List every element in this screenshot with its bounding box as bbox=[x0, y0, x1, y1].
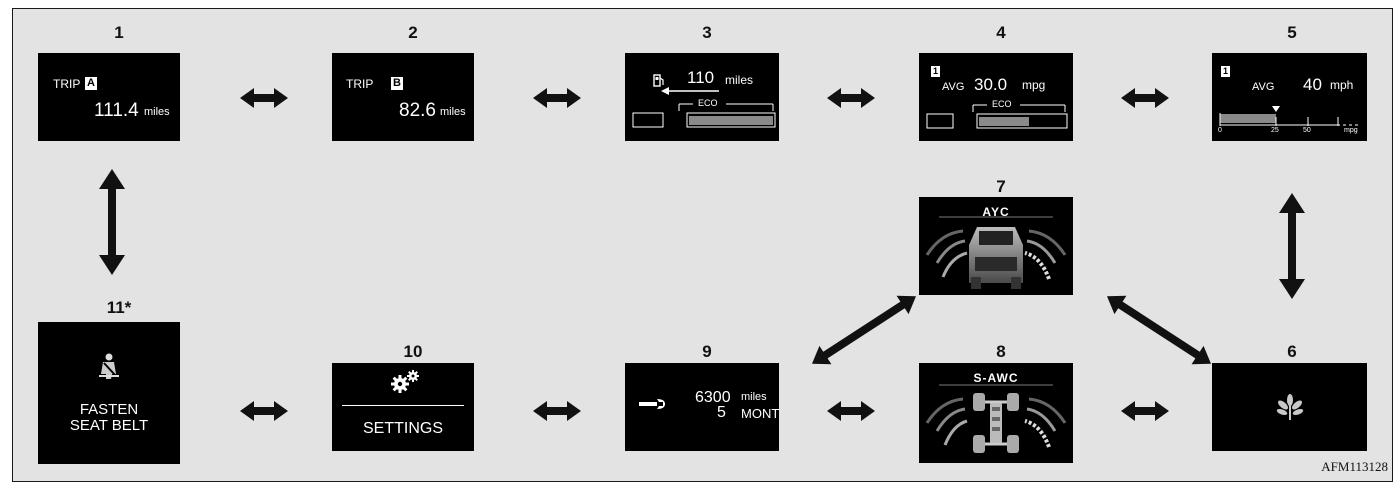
trip-label: TRIP bbox=[346, 77, 374, 91]
screen-number-10: 10 bbox=[403, 342, 423, 361]
eco-gauge bbox=[926, 104, 1068, 129]
screen-1-trip-a: TRIP A 111.4 miles bbox=[38, 53, 180, 141]
scale-tick-25: 25 bbox=[1271, 127, 1279, 134]
avg-mpg-value: 30.0 bbox=[974, 75, 1008, 94]
screen-10-settings: SETTINGS bbox=[332, 363, 474, 451]
screen-number-2: 2 bbox=[408, 23, 418, 42]
screen-8-s-awc: S-AWC bbox=[919, 363, 1073, 463]
ayc-title: AYC bbox=[982, 205, 1010, 219]
range-value: 110 bbox=[687, 68, 715, 87]
service-miles-value: 6300 bbox=[695, 389, 731, 406]
trip-b-badge: B bbox=[391, 77, 403, 90]
screen-number-6: 6 bbox=[1287, 342, 1297, 361]
s-awc-title: S-AWC bbox=[973, 371, 1019, 385]
service-miles-unit: miles bbox=[741, 391, 767, 403]
double-arrow-1-11 bbox=[99, 169, 125, 275]
service-month-value: 5 bbox=[717, 404, 726, 421]
trip-b-value: 82.6 bbox=[399, 100, 436, 121]
trip-1-badge: 1 bbox=[931, 66, 941, 77]
trip-label: TRIP bbox=[53, 77, 81, 91]
double-arrow-1-2 bbox=[240, 88, 288, 108]
screen-11-seat-belt: FASTEN SEAT BELT bbox=[38, 322, 180, 464]
double-arrow-9-7 bbox=[812, 295, 916, 365]
screen-3-range: 110 miles ECO bbox=[625, 53, 779, 141]
trip-b-unit: miles bbox=[440, 106, 466, 118]
screen-number-8: 8 bbox=[996, 342, 1006, 361]
screen-number-7: 7 bbox=[996, 177, 1006, 196]
screen-number-5: 5 bbox=[1287, 23, 1297, 42]
screen-number-1: 1 bbox=[114, 23, 124, 42]
settings-text: SETTINGS bbox=[362, 420, 443, 437]
screen-5-average-speed: 1 AVG 40 mph 0 25 50 mpg bbox=[1212, 53, 1367, 141]
double-arrow-9-8 bbox=[827, 401, 875, 421]
double-arrow-5-6 bbox=[1279, 193, 1305, 299]
screen-9-service-reminder: 6300 miles 5 MONTH bbox=[625, 363, 779, 451]
s-awc-drivetrain-image bbox=[925, 384, 1067, 453]
trip-a-value: 111.4 bbox=[94, 100, 139, 121]
service-month-unit: MONTH bbox=[741, 406, 779, 421]
seat-belt-icon bbox=[99, 353, 119, 379]
avg-mpg-unit: mpg bbox=[1022, 78, 1046, 92]
speed-bar-fill bbox=[1220, 114, 1276, 123]
screen-7-ayc: AYC bbox=[919, 197, 1073, 295]
eco-gauge bbox=[632, 87, 776, 128]
double-arrow-8-6 bbox=[1121, 401, 1169, 421]
eco-label: ECO bbox=[992, 99, 1012, 109]
screen-6-eco-mode bbox=[1212, 363, 1367, 451]
trip-a-badge: A bbox=[85, 77, 97, 90]
trip-1-badge: 1 bbox=[1221, 66, 1231, 77]
double-arrow-7-6 bbox=[1107, 295, 1211, 365]
seat-belt-text: SEAT BELT bbox=[69, 417, 149, 434]
eco-leaf-icon bbox=[1276, 394, 1304, 420]
avg-label: AVG bbox=[942, 81, 965, 93]
screen-number-9: 9 bbox=[702, 342, 712, 361]
eco-label: ECO bbox=[698, 98, 718, 108]
double-arrow-11-10 bbox=[240, 401, 288, 421]
figure-code: AFM113128 bbox=[1321, 459, 1388, 474]
double-arrow-4-5 bbox=[1121, 88, 1169, 108]
screen-number-4: 4 bbox=[996, 23, 1006, 42]
ayc-vehicle-image bbox=[925, 216, 1067, 289]
wrench-icon bbox=[639, 399, 665, 409]
screen-number-11: 11* bbox=[106, 298, 132, 317]
scale-tick-50: 50 bbox=[1303, 127, 1311, 134]
gears-icon bbox=[391, 370, 419, 393]
avg-speed-value: 40 bbox=[1303, 75, 1322, 94]
double-arrow-3-4 bbox=[827, 88, 875, 108]
diagram-frame: 1 2 3 4 5 7 11* 10 9 8 6 TRIP A 111.4 mi… bbox=[12, 8, 1393, 482]
speed-bar-gauge bbox=[1219, 106, 1362, 126]
double-arrow-10-9 bbox=[533, 401, 581, 421]
settings-divider bbox=[342, 405, 464, 406]
screen-number-3: 3 bbox=[702, 23, 712, 42]
scale-tick-0: 0 bbox=[1218, 127, 1222, 134]
fuel-pump-icon bbox=[653, 74, 664, 87]
avg-speed-unit: mph bbox=[1330, 78, 1354, 92]
fasten-text: FASTEN bbox=[79, 401, 139, 418]
scale-unit: mpg bbox=[1344, 127, 1358, 134]
double-arrow-2-3 bbox=[533, 88, 581, 108]
avg-label: AVG bbox=[1252, 81, 1275, 93]
screen-2-trip-b: TRIP B 82.6 miles bbox=[332, 53, 474, 141]
screen-4-average-mpg: 1 AVG 30.0 mpg ECO bbox=[919, 53, 1073, 141]
trip-a-unit: miles bbox=[144, 106, 170, 118]
range-unit: miles bbox=[725, 73, 754, 87]
